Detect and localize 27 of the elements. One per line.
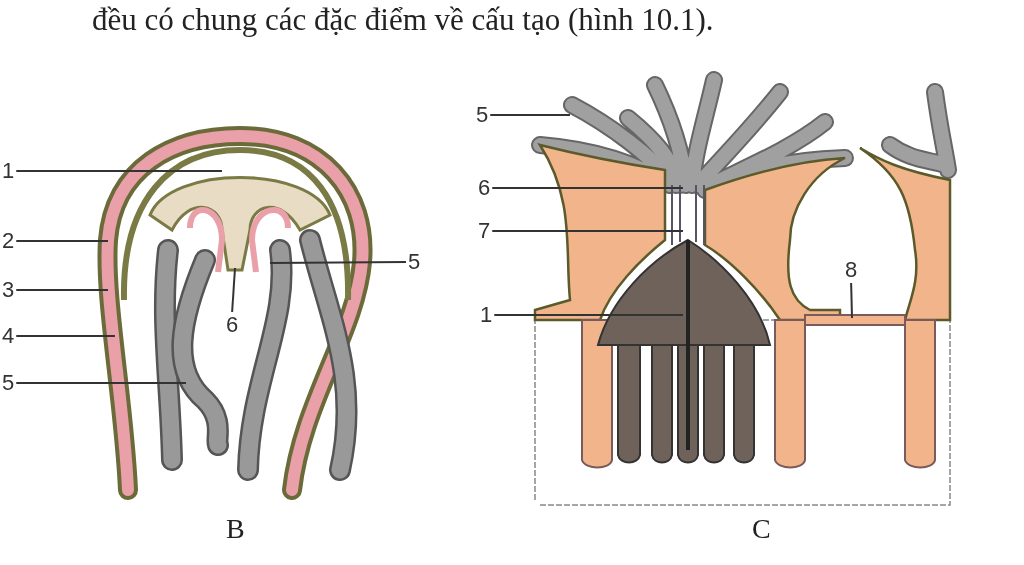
leader-line bbox=[15, 335, 116, 337]
leader-line bbox=[269, 261, 407, 264]
callout-number: 5 bbox=[408, 250, 421, 274]
leader-line bbox=[491, 230, 684, 232]
callout-number: 6 bbox=[478, 176, 491, 200]
leader-line bbox=[15, 170, 223, 172]
leader-line bbox=[15, 289, 109, 291]
callout-number: 7 bbox=[478, 219, 491, 243]
leader-line bbox=[489, 114, 571, 116]
callout-number: 1 bbox=[2, 159, 15, 183]
callout-number: 8 bbox=[845, 258, 858, 282]
callout-number: 2 bbox=[2, 229, 15, 253]
leader-line bbox=[15, 382, 187, 384]
leader-line bbox=[231, 267, 236, 313]
leader-line bbox=[491, 187, 684, 189]
leader-line bbox=[15, 240, 109, 242]
text-line: đều có chung các đặc điểm về cấu tạo (hình 10.1). bbox=[92, 2, 714, 38]
callout-number: 5 bbox=[476, 103, 489, 127]
callout-number: 1 bbox=[480, 303, 493, 327]
callout-number: 3 bbox=[2, 278, 15, 302]
callout-number: 6 bbox=[226, 313, 239, 337]
callout-number: 5 bbox=[2, 371, 15, 395]
leader-line bbox=[493, 314, 684, 316]
leader-line bbox=[850, 282, 853, 319]
panel-letter: C bbox=[752, 513, 771, 545]
callout-number: 4 bbox=[2, 324, 15, 348]
panel-letter: B bbox=[226, 513, 245, 545]
